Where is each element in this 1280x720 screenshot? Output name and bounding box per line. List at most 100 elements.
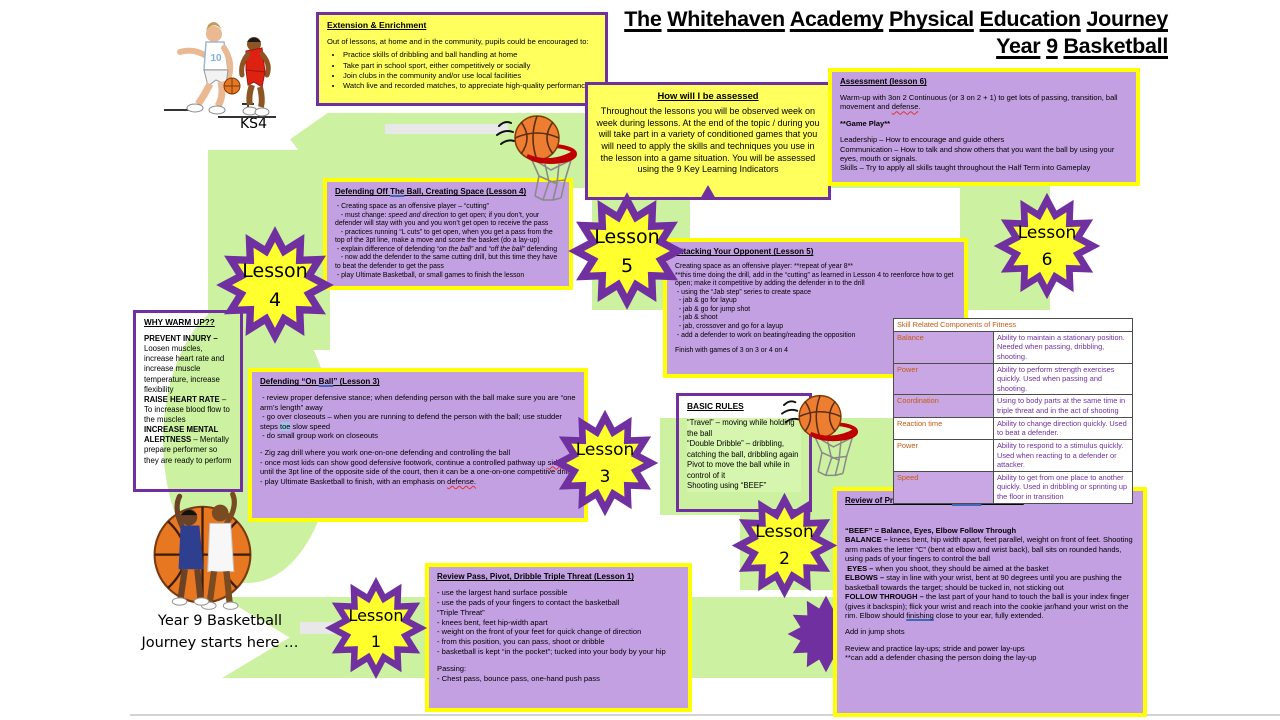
paragraph: - jab & go for jump shot bbox=[675, 305, 751, 313]
basic-rules-box: BASIC RULES “Travel” – moving while hold… bbox=[676, 393, 812, 512]
paragraph: Review and practice lay-ups; stride and … bbox=[845, 643, 1025, 653]
lesson-2-star: Lesson 2 bbox=[737, 498, 832, 593]
paragraph bbox=[260, 441, 576, 448]
paragraph bbox=[845, 519, 1135, 526]
why-warm-up-box: WHY WARM UP?? PREVENT INJURY – Loosen mu… bbox=[133, 310, 243, 492]
paragraph: Shooting using “BEEF” bbox=[687, 481, 801, 492]
paragraph: - practices running “L cuts” to get open… bbox=[335, 228, 555, 245]
paragraph: **can add a defender chasing the person … bbox=[845, 653, 1037, 663]
page-title: The Whitehaven Academy Physical Educatio… bbox=[598, 6, 1168, 60]
page-title-line1: The Whitehaven Academy Physical Educatio… bbox=[624, 7, 1168, 31]
paragraph: - basketball is kept “in the pocket”; tu… bbox=[437, 647, 666, 657]
fitness-components-table: Skill Related Components of Fitness Bala… bbox=[892, 318, 1134, 504]
table-header-row: Skill Related Components of Fitness bbox=[892, 318, 1134, 332]
paragraph: **Game Play** bbox=[840, 118, 891, 128]
journey-start-line2: Journey starts here … bbox=[141, 635, 299, 652]
footer-divider-line bbox=[130, 714, 1280, 716]
extension-enrichment-box: Extension & Enrichment Out of lessons, a… bbox=[316, 12, 608, 106]
lesson1-body: - use the largest hand surface possible-… bbox=[437, 588, 680, 684]
box-title: Attacking Your Opponent (Lesson 5) bbox=[675, 247, 814, 256]
paragraph: - Creating space as an offensive player … bbox=[335, 203, 489, 210]
ks4-label: KS4 bbox=[240, 116, 267, 132]
paragraph: - once most kids can show good defensive… bbox=[260, 457, 575, 477]
assessment-body: Warm-up with 3on 2 Continuous (or 3 on 2… bbox=[840, 93, 1128, 173]
paragraph: - weight on the front of your feet for q… bbox=[437, 627, 642, 637]
paragraph bbox=[845, 620, 1135, 627]
paragraph: - explain difference of defending “on th… bbox=[335, 245, 558, 253]
paragraph: - jab & go for layup bbox=[675, 297, 737, 305]
paragraph: FOLLOW THROUGH – the last part of your h… bbox=[845, 592, 1131, 620]
paragraph: Warm-up with 3on 2 Continuous (or 3 on 2… bbox=[840, 93, 1120, 112]
star-word: Lesson bbox=[242, 259, 308, 282]
basketball-duo-icon bbox=[145, 488, 260, 613]
paragraph: BALANCE – knees bent, hip width apart, f… bbox=[845, 535, 1135, 564]
star-word: Lesson bbox=[575, 439, 635, 460]
description-cell: Ability to respond to a stimulus quickly… bbox=[992, 438, 1134, 472]
paragraph: Add in jump shots bbox=[845, 627, 905, 637]
paragraph: - play Ultimate Basketball to finish, wi… bbox=[260, 476, 476, 486]
star-number: 6 bbox=[1041, 249, 1053, 270]
extension-bullet-list: Practice skills of dribbling and ball ha… bbox=[327, 50, 597, 91]
lesson-4-star: Lesson 4 bbox=[222, 232, 328, 338]
component-cell: Reaction time bbox=[893, 416, 994, 440]
svg-text:10: 10 bbox=[210, 53, 222, 64]
paragraph: Finish with games of 3 on 3 or 4 on 4 bbox=[675, 347, 788, 355]
paragraph: - knees bent, feet hip-width apart bbox=[437, 617, 548, 627]
extension-intro: Out of lessons, at home and in the commu… bbox=[327, 37, 589, 46]
star-word: Lesson bbox=[1017, 222, 1077, 243]
box-title: Review Pass, Pivot, Dribble Triple Threa… bbox=[437, 572, 634, 581]
paragraph: - use the pads of your fingers to contac… bbox=[437, 597, 620, 607]
bullet-item: Join clubs in the community and/or use l… bbox=[343, 71, 597, 81]
paragraph: - play Ultimate Basketball, or small gam… bbox=[335, 271, 525, 279]
lesson2-box: Review of Proper Shooting; “BEEF” (Lesso… bbox=[833, 487, 1147, 717]
star-word: Lesson bbox=[348, 605, 404, 625]
paragraph: - go over closeouts – when you are runni… bbox=[260, 412, 564, 431]
paragraph bbox=[437, 657, 680, 664]
lesson3-body: - review proper defensive stance; when d… bbox=[260, 393, 576, 486]
star-word: Lesson bbox=[755, 522, 814, 542]
paragraph: - jab & shoot bbox=[675, 314, 718, 322]
how-assessed-box: How will I be assessed Throughout the le… bbox=[585, 82, 831, 200]
description-cell: Ability to change direction quickly. Use… bbox=[992, 416, 1134, 440]
lesson-6-star: Lesson 6 bbox=[999, 198, 1095, 294]
paragraph: **this time doing the drill, add in the … bbox=[675, 271, 956, 288]
paragraph: - review proper defensive stance; when d… bbox=[260, 393, 578, 412]
paragraph: Communication – How to talk and show oth… bbox=[840, 144, 1117, 163]
paragraph: “BEEF” = Balance, Eyes, Elbow Follow Thr… bbox=[845, 526, 1017, 535]
assessed-body: Throughout the lessons you will be obser… bbox=[596, 106, 823, 175]
paragraph: Pivot to move the ball while in control … bbox=[687, 460, 801, 482]
basketball-hoop-icon bbox=[778, 388, 883, 483]
callout-triangle-icon bbox=[700, 185, 716, 199]
component-cell: Power bbox=[893, 362, 994, 396]
paragraph: - jab, crossover and go for a layup bbox=[675, 322, 784, 330]
description-cell: Using to body parts at the same time in … bbox=[992, 394, 1134, 418]
paragraph: “Travel” – moving while holding the ball bbox=[687, 418, 801, 440]
paragraph: - add a defender to work on beating/read… bbox=[675, 331, 856, 339]
journey-start-line1: Year 9 Basketball bbox=[157, 613, 283, 629]
component-cell: Balance bbox=[893, 330, 994, 364]
star-number: 3 bbox=[599, 466, 611, 487]
journey-start-label: Year 9 Basketball Journey starts here … bbox=[110, 610, 330, 655]
paragraph: - Zig zag drill where you work one-on-on… bbox=[260, 447, 511, 457]
paragraph bbox=[840, 128, 1128, 135]
star-word: Lesson bbox=[594, 225, 660, 248]
table-header: Skill Related Components of Fitness bbox=[892, 318, 1134, 332]
box-title: Defending Off The Ball, Creating Space (… bbox=[335, 187, 527, 196]
paragraph: RAISE HEART RATE – To increase blood flo… bbox=[144, 394, 232, 424]
paragraph: “Triple Threat” bbox=[437, 607, 485, 617]
basketball-players-icon: 10 bbox=[158, 18, 286, 123]
lesson5-body: Creating space as an offensive player: *… bbox=[675, 263, 956, 356]
paragraph: - from this position, you can pass, shoo… bbox=[437, 637, 605, 647]
path-highlight-bar bbox=[385, 124, 508, 134]
paragraph: - use the largest hand surface possible bbox=[437, 588, 568, 597]
assessment-lesson6-box: Assessment (lesson 6) Warm-up with 3on 2… bbox=[828, 68, 1140, 186]
why-warm-up-body: PREVENT INJURY – Loosen muscles, increas… bbox=[144, 334, 232, 466]
lesson-1-star: Lesson 1 bbox=[330, 582, 422, 674]
box-title: BASIC RULES bbox=[687, 401, 744, 411]
paragraph: Creating space as an offensive player: *… bbox=[675, 263, 853, 270]
